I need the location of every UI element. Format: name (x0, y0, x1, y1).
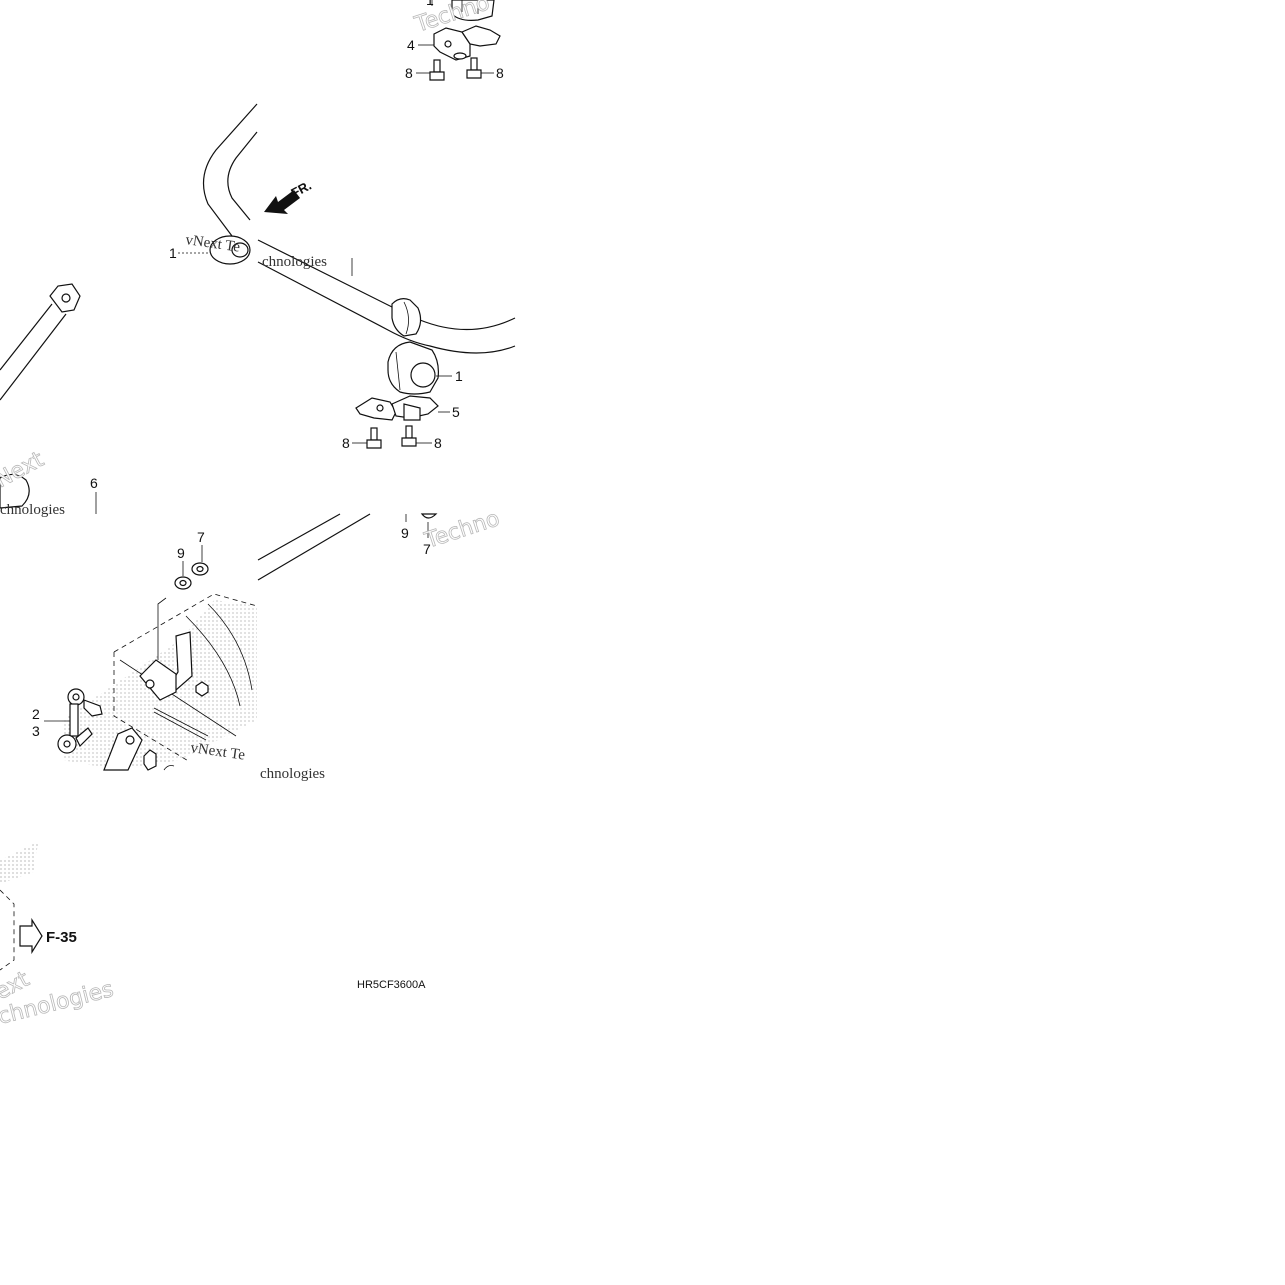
page-reference-label[interactable]: F-35 (46, 929, 77, 946)
bar-bushing-mounted (391, 298, 422, 337)
callout-low-9-right: 9 (401, 525, 409, 541)
callout-low-9-left: 9 (177, 545, 185, 561)
front-direction-arrow: FR. (264, 178, 314, 214)
watermark-technologies-left: chnologies (0, 502, 65, 518)
callout-mid-1-right: 1 (455, 368, 463, 384)
watermark-vnext-low: vNext Te (189, 740, 246, 764)
callout-low-7-right: 7 (423, 541, 431, 557)
callout-mid-5: 5 (452, 404, 460, 420)
page-reference-arrow[interactable]: F-35 (19, 917, 77, 955)
nut-7 (191, 562, 209, 576)
watermark-technologies-low-right: Techno (421, 506, 503, 554)
washer-9 (174, 576, 192, 590)
hex-nut-lower (195, 681, 209, 697)
top-panel: 1 4 8 8 Techno (405, 0, 504, 81)
bolt-mid-left (366, 427, 382, 449)
watermark-technologies-mid: chnologies (262, 254, 327, 270)
stabilizer-bar-outer (202, 103, 258, 237)
callout-low-3: 3 (32, 723, 40, 739)
bracket-right (355, 395, 439, 421)
bottom-strip: F-35 HR5CF3600A ext chnologies (0, 842, 426, 1030)
callout-top-4: 4 (407, 37, 415, 53)
bolt-mid-right (401, 425, 417, 447)
drawing-code: HR5CF3600A (357, 979, 426, 991)
lower-panel: 9 7 9 7 Techno 2 3 vNext Te chnologies (32, 506, 503, 782)
link-bushing (0, 473, 30, 509)
bolt-top-left (429, 59, 445, 81)
stabilizer-link (57, 688, 103, 754)
bushing-top (451, 0, 495, 21)
upper-mount-bracket (139, 631, 193, 701)
callout-top-1: 1 (426, 0, 434, 8)
watermark-technologies-low: chnologies (260, 766, 325, 782)
callout-mid-1-left: 1 (169, 245, 177, 261)
callout-mid-8-right: 8 (434, 435, 442, 451)
bushing-right (387, 341, 439, 395)
callout-low-2: 2 (32, 706, 40, 722)
frame-outline (113, 593, 258, 653)
stabilizer-bar-lower (257, 513, 371, 581)
watermark-vnext-mid: vNext Te (184, 232, 241, 256)
callout-mid-6: 6 (90, 475, 98, 491)
bushing-left (209, 235, 251, 265)
callout-top-8-right: 8 (496, 65, 504, 81)
bracket-top (433, 25, 501, 61)
bolt-top-right (466, 57, 482, 79)
left-strip: 6 Next chnologies (0, 283, 98, 518)
callout-mid-8-left: 8 (342, 435, 350, 451)
callout-top-8-left: 8 (405, 65, 413, 81)
callout-low-7-left: 7 (197, 529, 205, 545)
middle-panel: FR. 1 1 (169, 103, 516, 451)
